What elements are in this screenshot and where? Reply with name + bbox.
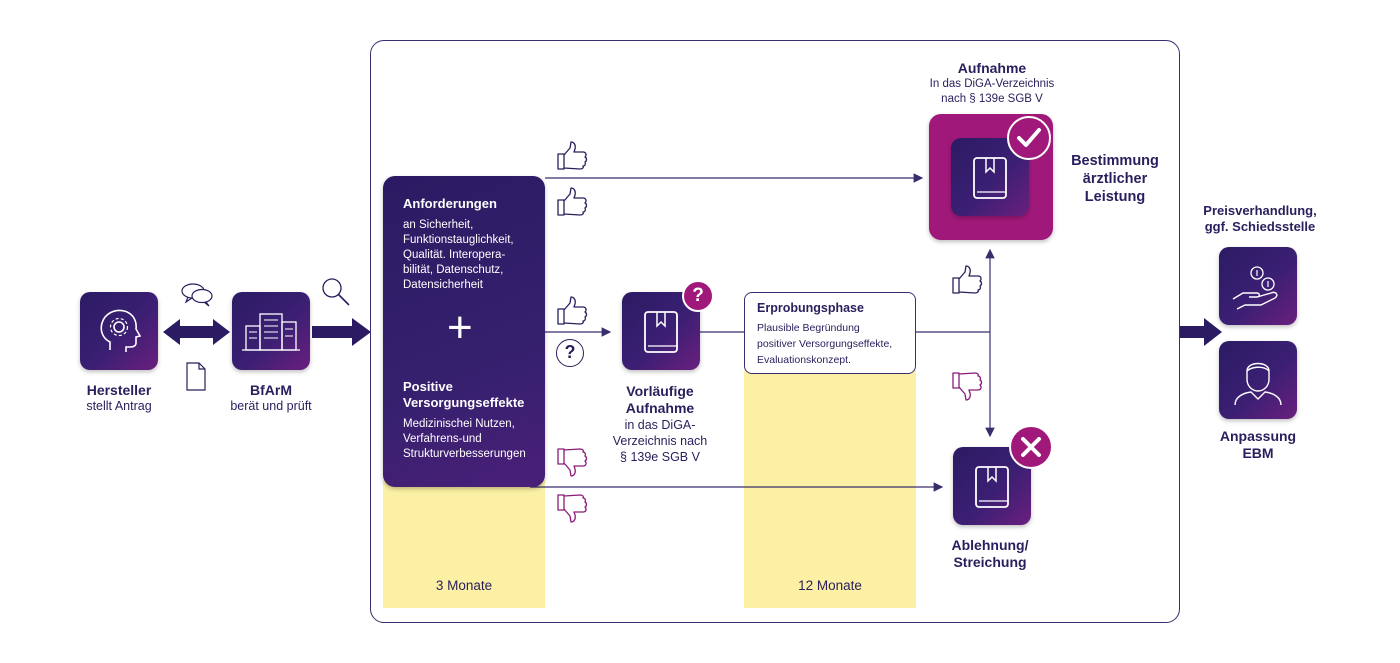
erprobung-box: Erprobungsphase Plausible Begründung pos… bbox=[744, 292, 916, 374]
double-arrow-hersteller-bfarm bbox=[163, 319, 230, 345]
erprobung-line: positiver Versorgungseffekte, bbox=[757, 338, 893, 350]
document-icon bbox=[186, 362, 206, 391]
phase1-bar bbox=[383, 480, 545, 608]
effects-heading: Versorgungseffekte bbox=[403, 395, 525, 410]
vorlaeufig-sub: in das DiGA- bbox=[624, 418, 696, 432]
effects-heading: Positive bbox=[403, 379, 453, 394]
ebm-title: EBM bbox=[1242, 445, 1274, 461]
bestimmung-line: Leistung bbox=[1084, 189, 1146, 205]
bestimmung-line: Bestimmung bbox=[1071, 153, 1159, 169]
hersteller-tile bbox=[80, 292, 158, 370]
thumbs-up-icon bbox=[557, 296, 588, 325]
person-icon bbox=[1234, 362, 1282, 406]
erprobung-heading: Erprobungsphase bbox=[757, 301, 864, 315]
hand-coins-icon bbox=[1232, 266, 1278, 310]
requirements-line: Qualität. Interopera- bbox=[403, 249, 506, 261]
bfarm-tile bbox=[232, 292, 310, 370]
phase1-duration: 3 Monate bbox=[435, 578, 493, 593]
aufnahme-sub: nach § 139e SGB V bbox=[941, 93, 1043, 105]
effects-line: Strukturverbesserungen bbox=[403, 448, 526, 460]
hersteller-title: Hersteller bbox=[86, 382, 152, 398]
requirements-line: bilität, Datenschutz, bbox=[403, 264, 504, 276]
head-gear-icon bbox=[100, 309, 142, 352]
thumbs-up-icon bbox=[557, 141, 588, 170]
effects-line: Verfahrens-und bbox=[403, 433, 482, 445]
effects-line: Medizinischei Nutzen, bbox=[403, 418, 515, 430]
requirements-line: Datensicherheit bbox=[403, 279, 483, 291]
thumbs-up-icon bbox=[952, 265, 983, 294]
bfarm-title: BfArM bbox=[250, 382, 292, 398]
plus-sign: + bbox=[447, 303, 473, 352]
ablehnung-title: Streichung bbox=[953, 554, 1027, 570]
ebm-title: Anpassung bbox=[1219, 428, 1297, 444]
ebm-tile bbox=[1219, 341, 1297, 419]
preis-tile bbox=[1219, 247, 1297, 325]
vorlaeufig-title: Vorläufige bbox=[626, 383, 694, 399]
question-circle: ? bbox=[556, 339, 584, 367]
question-mark-text: ? bbox=[564, 342, 576, 362]
hersteller-subtitle: stellt Antrag bbox=[86, 399, 152, 413]
phase2-duration: 12 Monate bbox=[798, 578, 862, 593]
reject-badge-icon bbox=[1009, 425, 1053, 469]
vorlaeufig-sub: Verzeichnis nach bbox=[612, 434, 708, 448]
requirements-heading: Anforderungen bbox=[403, 196, 497, 211]
ablehnung-title: Ablehnung/ bbox=[951, 537, 1029, 553]
phase2-bar bbox=[744, 370, 916, 608]
arrow-bfarm-to-process bbox=[312, 318, 371, 346]
bestimmung-line: ärztlicher bbox=[1082, 171, 1148, 187]
process-frame bbox=[370, 40, 1180, 623]
book-icon bbox=[644, 311, 678, 353]
thumbs-down-icon bbox=[557, 448, 588, 477]
requirements-line: an Sicherheit, bbox=[403, 219, 474, 231]
aufnahme-sub: In das DiGA-Verzeichnis bbox=[929, 78, 1055, 90]
aufnahme-title: Aufnahme bbox=[957, 60, 1027, 76]
requirements-box: Anforderungen an Sicherheit, Funktionsta… bbox=[383, 176, 545, 487]
thumbs-up-icon bbox=[557, 187, 588, 216]
check-badge-icon bbox=[1007, 116, 1051, 160]
building-icon bbox=[242, 313, 300, 351]
erprobung-line: Evaluationskonzept. bbox=[757, 354, 851, 366]
requirements-line: Funktionstauglichkeit, bbox=[403, 234, 514, 246]
erprobung-line: Plausible Begründung bbox=[757, 322, 860, 334]
thumbs-down-icon bbox=[952, 372, 983, 401]
preis-title: ggf. Schiedsstelle bbox=[1204, 219, 1316, 234]
bfarm-subtitle: berät und prüft bbox=[230, 399, 312, 413]
vorlaeufig-badge: ? bbox=[682, 280, 714, 312]
bestimmung-text: Bestimmung ärztlicher Leistung bbox=[1060, 152, 1170, 206]
chat-icon bbox=[181, 283, 213, 307]
book-icon bbox=[973, 157, 1007, 199]
thumbs-down-icon bbox=[557, 494, 588, 523]
badge-question-text: ? bbox=[692, 285, 704, 306]
book-icon bbox=[975, 466, 1009, 508]
vorlaeufig-sub: § 139e SGB V bbox=[620, 450, 700, 464]
preis-title: Preisverhandlung, bbox=[1203, 203, 1317, 218]
arrow-process-to-outcome bbox=[1180, 318, 1222, 346]
magnifier-icon bbox=[322, 278, 350, 306]
vorlaeufig-title: Aufnahme bbox=[625, 400, 695, 416]
